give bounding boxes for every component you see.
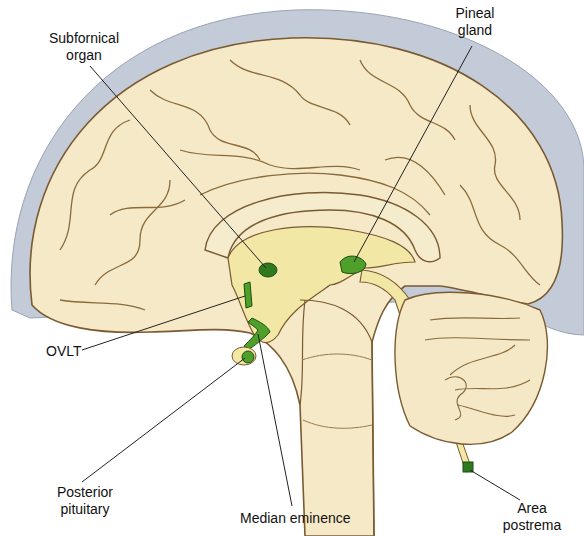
ovlt-mark xyxy=(244,282,252,308)
cerebellar-folia xyxy=(425,318,530,420)
part-label: Subfornical organ xyxy=(38,30,130,64)
part-label: Median eminence xyxy=(240,510,370,527)
brain-outline xyxy=(30,38,562,536)
brainstem xyxy=(300,300,374,536)
circumventricular-organs xyxy=(232,256,473,472)
subfornical-organ-mark xyxy=(259,263,277,277)
pituitary-mark xyxy=(232,347,256,365)
cerebellum xyxy=(395,292,547,444)
leader-lines xyxy=(82,46,520,506)
part-label: Area postrema xyxy=(492,500,572,534)
part-label: OVLT xyxy=(46,343,106,360)
median-eminence-mark xyxy=(244,318,270,350)
part-label: Posterior pituitary xyxy=(40,484,130,518)
posterior-pituitary-mark xyxy=(242,351,254,363)
pineal-gland-mark xyxy=(340,256,366,274)
pons xyxy=(302,354,372,428)
part-label: Pineal gland xyxy=(440,5,510,39)
